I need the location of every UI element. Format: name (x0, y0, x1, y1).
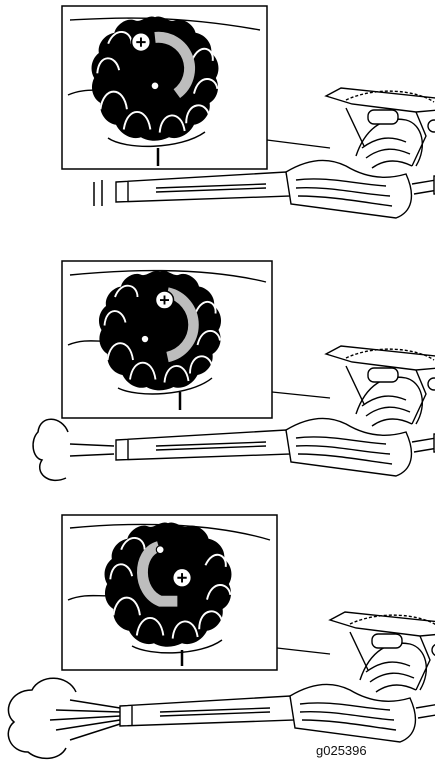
minus-icon (151, 82, 159, 90)
airflow-strong (8, 678, 120, 758)
speed-knob (105, 523, 232, 647)
speed-knob (92, 17, 219, 141)
callout-leader (267, 140, 330, 148)
airflow-none (94, 180, 102, 206)
callout-leader (277, 648, 330, 654)
figure-reference-code: g025396 (316, 743, 367, 758)
callout-leader (272, 392, 330, 398)
speed-knob (99, 271, 221, 390)
panel-high-speed (8, 515, 435, 758)
panel-medium-speed (33, 261, 435, 480)
minus-icon (141, 335, 149, 343)
airflow-moderate (33, 419, 114, 480)
minus-icon (156, 546, 164, 554)
panel-low-speed (62, 6, 435, 218)
